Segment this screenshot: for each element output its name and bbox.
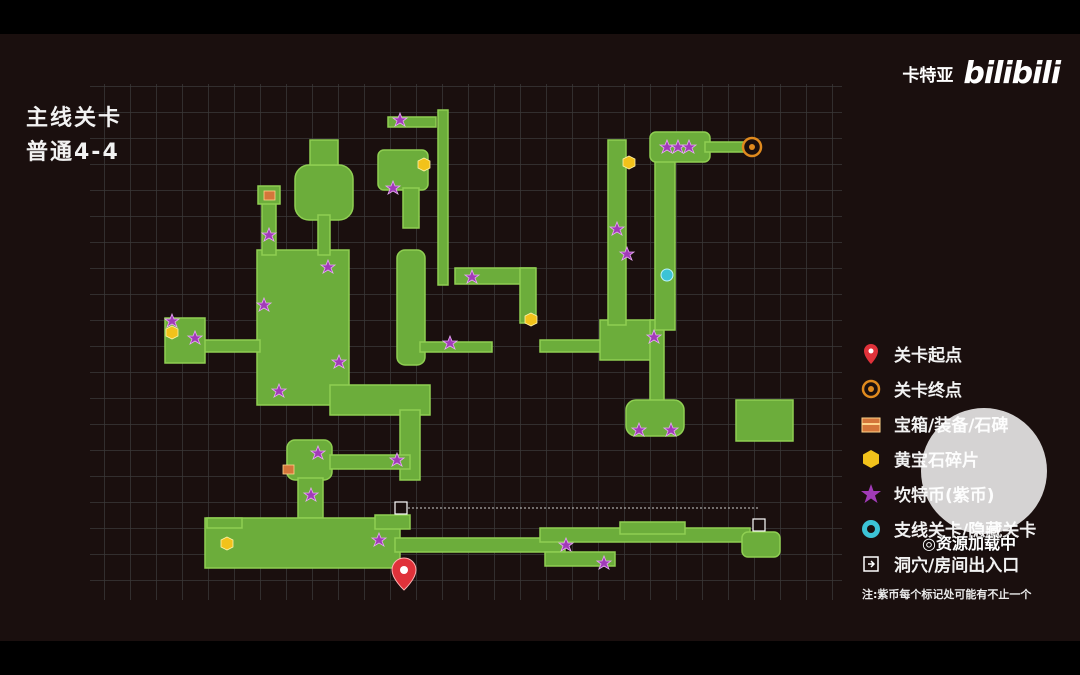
- room-right-shaft: [649, 319, 665, 406]
- purple-star-icon[interactable]: [330, 353, 348, 369]
- teal-gear-icon: [858, 516, 884, 542]
- purple-star-icon[interactable]: [384, 179, 402, 195]
- room-center-small-chamber: [377, 149, 429, 191]
- purple-star-icon[interactable]: [260, 226, 278, 242]
- purple-star-icon[interactable]: [441, 334, 459, 350]
- map-pin-hole: [400, 566, 408, 574]
- purple-star-icon[interactable]: [309, 444, 327, 460]
- letterbox-top: [0, 0, 1080, 34]
- room-bottom-north-branch: [619, 521, 686, 535]
- purple-star-icon[interactable]: [608, 220, 626, 236]
- legend-label: 关卡终点: [894, 381, 962, 401]
- room-bottom-ledge: [206, 517, 243, 529]
- room-bottom-south-branch: [544, 551, 616, 567]
- room-round-corridor: [317, 214, 331, 256]
- exit-door-icon[interactable]: [394, 501, 408, 515]
- room-right-left-column: [607, 139, 627, 326]
- treasure-chest-icon: [858, 411, 884, 437]
- entrance-markers: [394, 501, 766, 532]
- purple-star-icon[interactable]: [618, 245, 636, 261]
- exit-door-icon: [858, 551, 884, 577]
- room-right-bottom-chamber: [625, 399, 685, 437]
- room-center-top-strip: [387, 116, 437, 128]
- purple-star-icon[interactable]: [319, 258, 337, 274]
- purple-star-icon[interactable]: [680, 138, 698, 154]
- yellow-hexagon-icon: [858, 446, 884, 472]
- purple-coin-markers: [163, 111, 698, 570]
- author-name: 卡特亚: [902, 66, 954, 86]
- purple-star-icon[interactable]: [388, 451, 406, 467]
- exit-door-icon[interactable]: [752, 518, 766, 532]
- watermark: 卡特亚 bilibili: [902, 56, 1061, 91]
- map-pin-icon: [858, 341, 884, 367]
- map-rooms: [164, 109, 794, 569]
- room-bottom-lip: [374, 514, 411, 530]
- gem-shard-markers: [165, 155, 636, 551]
- room-right-west-corridor: [539, 339, 606, 353]
- legend-label: 关卡起点: [894, 346, 962, 366]
- purple-star-icon[interactable]: [255, 296, 273, 312]
- room-center-west-link: [419, 341, 493, 353]
- yellow-hexagon-icon[interactable]: [165, 325, 179, 340]
- level-number-label: 普通4-4: [26, 140, 120, 165]
- room-right-right-column: [654, 139, 676, 331]
- room-center-blob: [396, 249, 426, 366]
- legend-label: 洞穴/房间出入口: [894, 556, 1020, 576]
- level-start-marker[interactable]: [391, 557, 417, 591]
- bilibili-logo: bilibili: [963, 56, 1061, 91]
- loading-overlay-text: ◎资源加载中: [922, 534, 1016, 553]
- level-end-marker[interactable]: [741, 136, 763, 158]
- purple-star-icon[interactable]: [391, 111, 409, 127]
- letterbox-bottom: [0, 641, 1080, 675]
- room-center-chamber-neck: [402, 187, 420, 229]
- purple-star-icon[interactable]: [463, 268, 481, 284]
- yellow-hexagon-icon[interactable]: [524, 312, 538, 327]
- purple-star-icon[interactable]: [163, 312, 181, 328]
- purple-star-icon[interactable]: [662, 421, 680, 437]
- loading-overlay-circle: [921, 408, 1047, 534]
- target-dot: [749, 144, 755, 150]
- purple-star-icon[interactable]: [595, 554, 613, 570]
- legend-item-end: 关卡终点: [858, 371, 1068, 406]
- purple-star-icon[interactable]: [186, 329, 204, 345]
- legend-item-entrance: 洞穴/房间出入口: [858, 546, 1068, 581]
- yellow-hexagon-icon[interactable]: [622, 155, 636, 170]
- treasure-chest-icon[interactable]: [282, 464, 295, 475]
- footnote: 注:紫币每个标记处可能有不止一个: [862, 588, 1032, 601]
- room-center-tall-shaft: [437, 109, 449, 286]
- treasure-chest-icon[interactable]: [263, 190, 276, 201]
- teal-gear-icon[interactable]: [660, 268, 674, 282]
- room-round-neck: [309, 139, 339, 166]
- level-mode-label: 主线关卡: [26, 106, 123, 131]
- target-ring-icon: [858, 376, 884, 402]
- yellow-hexagon-icon[interactable]: [417, 157, 431, 172]
- purple-star-icon[interactable]: [270, 382, 288, 398]
- room-round-chamber: [294, 164, 354, 221]
- purple-star-icon[interactable]: [645, 328, 663, 344]
- purple-star-icon: [858, 481, 884, 507]
- room-main-hall: [256, 249, 350, 406]
- room-bottom-east-end: [741, 531, 781, 558]
- legend-item-start: 关卡起点: [858, 336, 1068, 371]
- level-title: 主线关卡 普通4-4: [26, 102, 122, 170]
- chest-markers: [263, 190, 295, 475]
- purple-star-icon[interactable]: [557, 536, 575, 552]
- room-right-isolated-block: [735, 399, 794, 442]
- purple-star-icon[interactable]: [630, 421, 648, 437]
- purple-star-icon[interactable]: [302, 486, 320, 502]
- yellow-hexagon-icon[interactable]: [220, 536, 234, 551]
- purple-star-icon[interactable]: [370, 531, 388, 547]
